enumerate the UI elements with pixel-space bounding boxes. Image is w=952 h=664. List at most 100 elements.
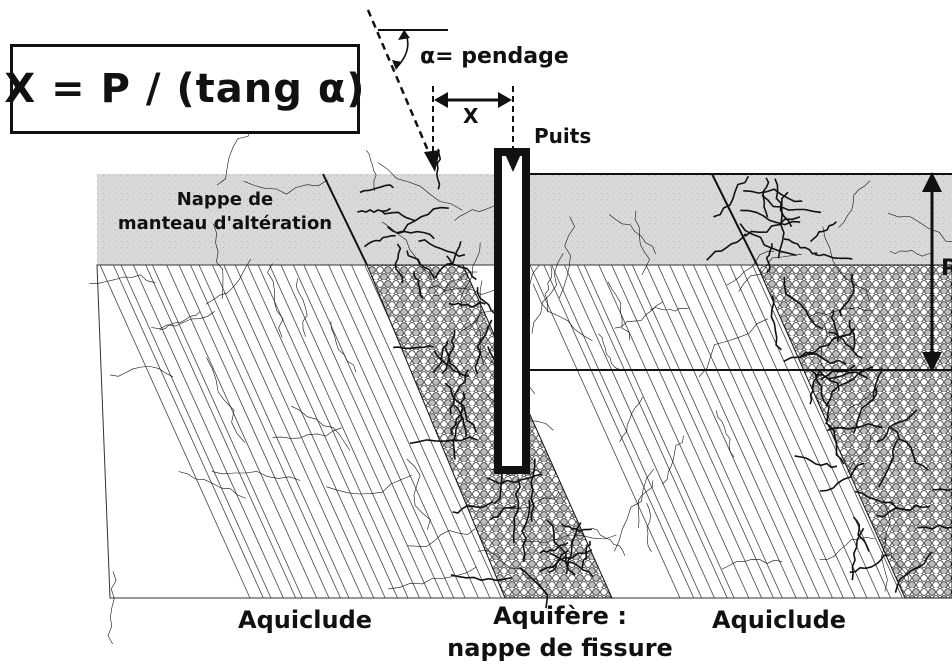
x-label: X: [463, 104, 479, 128]
bedding-line: [257, 265, 409, 598]
fracture: [662, 435, 684, 485]
bedding-line: [152, 265, 303, 598]
bedding-line: [303, 265, 455, 598]
bedding-line: [212, 265, 363, 598]
fracture: [243, 179, 328, 195]
fracture: [634, 210, 650, 276]
bedding-line: [543, 265, 695, 598]
bedding-line: [631, 265, 783, 598]
fracture: [650, 307, 690, 312]
bedding-line: [145, 265, 297, 598]
fracture: [489, 505, 517, 521]
fracture: [434, 241, 462, 278]
fracture: [558, 216, 576, 299]
fracture: [548, 550, 569, 574]
fracture: [521, 499, 531, 563]
fracture: [894, 551, 933, 593]
fracture: [614, 468, 655, 552]
fracture: [432, 340, 449, 374]
fracture: [326, 475, 412, 495]
fracture: [267, 263, 284, 338]
fracture: [539, 548, 593, 573]
fracture: [380, 209, 416, 222]
fracture: [211, 471, 301, 481]
fracture: [721, 558, 783, 570]
fracture: [444, 382, 477, 433]
fracture: [817, 369, 840, 391]
bedding-line: [623, 265, 774, 598]
fracture: [783, 238, 818, 255]
fracture: [830, 309, 840, 342]
bedding-line: [682, 265, 833, 598]
fracture: [852, 516, 870, 552]
alpha-arc-arrow: [392, 60, 402, 70]
fracture: [386, 226, 435, 240]
bedding-line: [339, 265, 491, 598]
puits-label: Puits: [534, 124, 592, 148]
fracture: [178, 471, 247, 499]
bedding-line: [120, 265, 272, 598]
fracture: [359, 184, 395, 194]
fracture: [853, 388, 878, 434]
fracture: [433, 271, 478, 296]
fracture: [819, 462, 865, 492]
bedding-line: [583, 265, 735, 598]
fracture: [607, 281, 631, 341]
fracture: [381, 221, 433, 283]
aquiclude-left-label: Aquiclude: [238, 606, 373, 634]
fracture: [743, 188, 803, 203]
fracture: [291, 405, 351, 451]
bedding-line: [716, 265, 868, 598]
fracture: [395, 206, 449, 234]
fracture: [849, 554, 890, 574]
fracture: [89, 274, 156, 284]
fracture: [107, 571, 117, 645]
fracture: [409, 436, 478, 445]
fracture: [452, 501, 494, 514]
fracture: [544, 265, 553, 313]
aquifere-label: Aquifère : nappe de fissure: [440, 600, 680, 664]
bedding-line: [166, 265, 318, 598]
fracture: [435, 148, 442, 190]
bedding-line: [729, 265, 881, 598]
fracture: [716, 410, 735, 458]
fracture: [205, 259, 252, 305]
fracture: [877, 438, 899, 488]
bedding-line: [351, 265, 502, 598]
fracture: [388, 566, 477, 590]
fracture: [871, 367, 883, 402]
bedding-line: [198, 265, 350, 598]
fracture: [597, 333, 621, 371]
fracture: [839, 274, 855, 317]
fracture: [520, 534, 617, 543]
bedding-line: [657, 265, 809, 598]
fracture: [159, 311, 201, 331]
fracture: [822, 226, 870, 302]
fracture: [777, 191, 789, 259]
fault-plane-right: [711, 173, 758, 266]
fracture: [357, 207, 391, 214]
fracture: [794, 455, 838, 469]
dip-projection-line: [366, 9, 434, 161]
fracture: [295, 278, 308, 337]
fracture: [881, 499, 891, 592]
fracture: [441, 329, 456, 375]
fracture: [739, 223, 797, 257]
fracture: [726, 251, 775, 286]
fracture: [444, 347, 461, 376]
fracture: [824, 421, 845, 465]
fracture: [475, 280, 485, 365]
fracture: [738, 253, 802, 292]
fracture: [272, 427, 342, 439]
fracture: [876, 409, 918, 443]
aquifere-line2: nappe de fissure: [447, 634, 673, 662]
fracture: [565, 522, 582, 575]
fracture: [814, 253, 853, 260]
aquifere-line1: Aquifère :: [493, 602, 627, 630]
fracture: [581, 540, 591, 568]
bedding-line: [611, 265, 763, 598]
fracture: [512, 478, 521, 544]
fracture: [394, 243, 404, 283]
fracture: [518, 566, 549, 609]
